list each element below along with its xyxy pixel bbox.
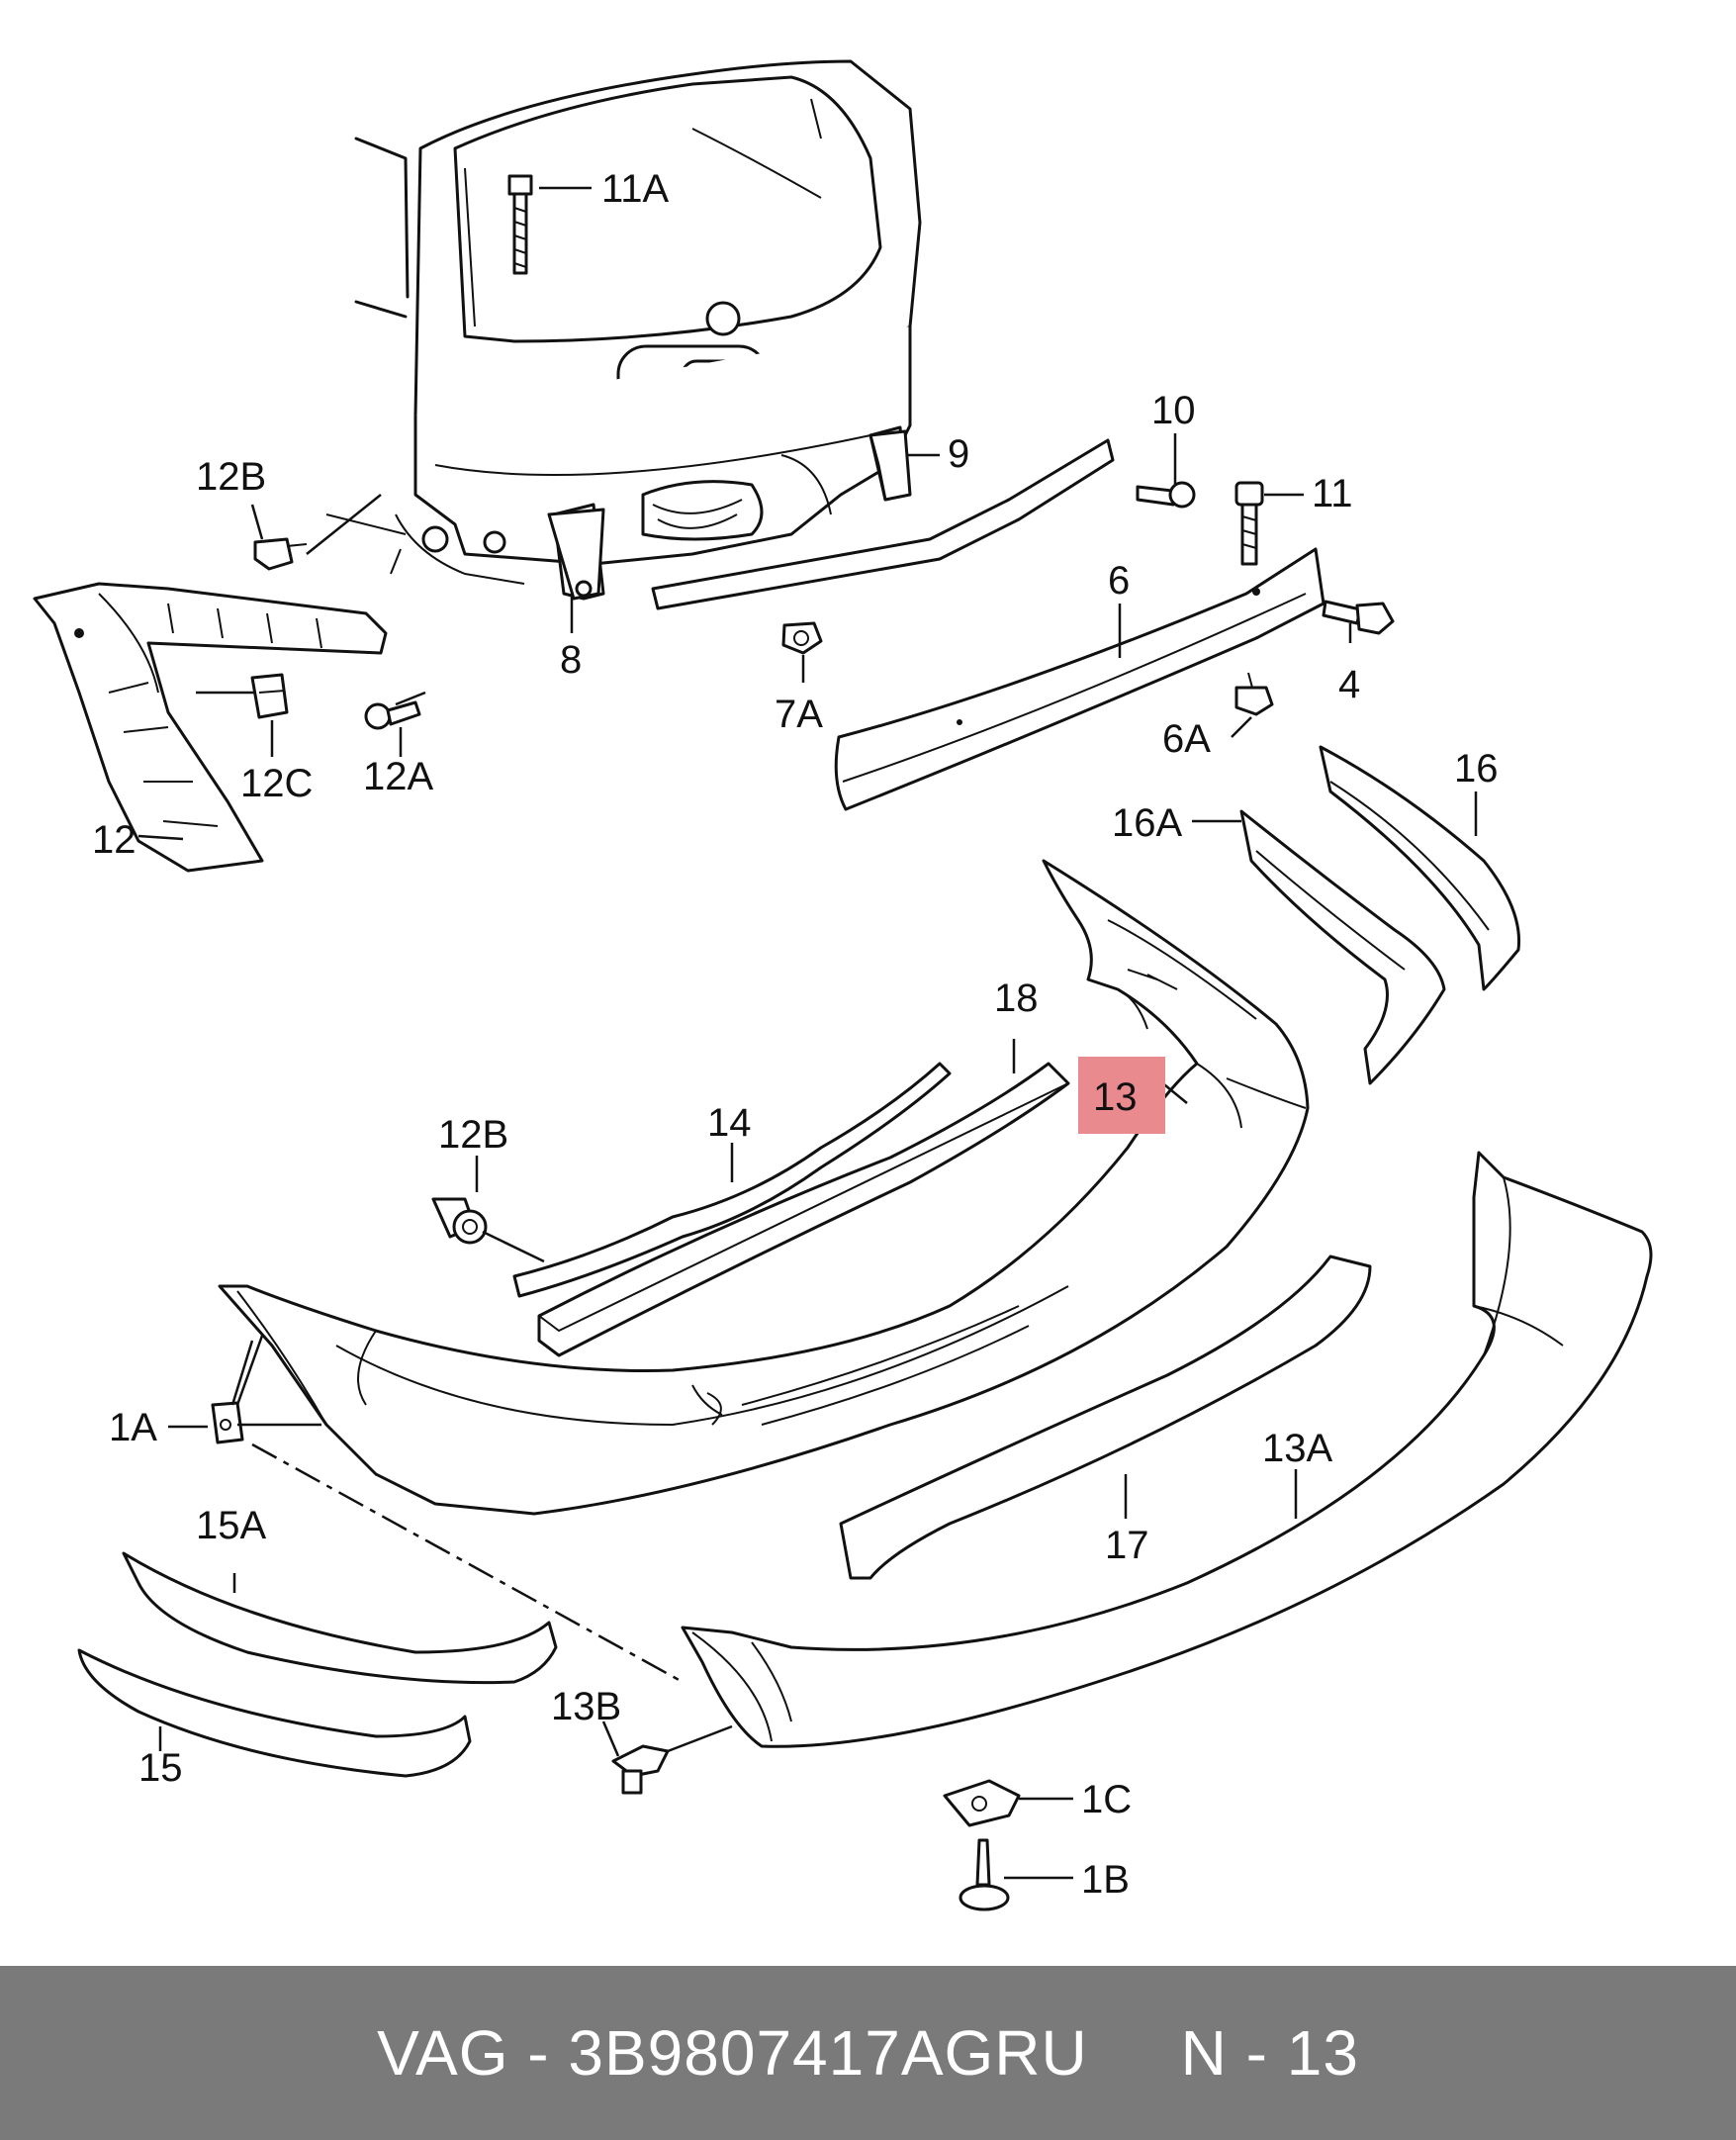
callout-14: 14 bbox=[707, 1101, 752, 1145]
callout-12: 12 bbox=[92, 818, 137, 862]
callout-13b: 13B bbox=[551, 1685, 621, 1728]
callout-12a: 12A bbox=[363, 755, 433, 798]
parts-diagram: 11A 12B 9 10 11 8 7A 6 4 6A 12C 12A 12 1… bbox=[33, 59, 1653, 1911]
spoiler-15 bbox=[77, 1648, 472, 1778]
clip-1c bbox=[943, 1779, 1021, 1827]
callout-6a: 6A bbox=[1162, 717, 1211, 761]
bracket-8 bbox=[547, 508, 605, 601]
clip-13b bbox=[611, 1744, 670, 1795]
part-number-footer: VAG - 3B9807417AGRU N - 13 bbox=[0, 1966, 1736, 2140]
bolt-11 bbox=[1234, 481, 1264, 566]
highlight-box-13 bbox=[1078, 1057, 1165, 1134]
callout-labels: 11A 12B 9 10 11 8 7A 6 4 6A 12C 12A 12 1… bbox=[92, 167, 1499, 1902]
spoiler-15a bbox=[122, 1551, 558, 1685]
bolt-11a bbox=[507, 174, 533, 275]
strip-18 bbox=[537, 1062, 1070, 1357]
callout-16: 16 bbox=[1454, 747, 1499, 791]
callout-15a: 15A bbox=[196, 1504, 266, 1547]
nut-6a bbox=[1234, 672, 1274, 716]
callout-7a: 7A bbox=[775, 693, 823, 736]
callout-12c: 12C bbox=[240, 762, 313, 805]
bracket-1a bbox=[211, 1401, 244, 1444]
part-number-text: VAG - 3B9807417AGRU N - 13 bbox=[377, 2017, 1359, 2089]
callout-18: 18 bbox=[994, 977, 1039, 1020]
reflector-16 bbox=[1319, 745, 1521, 991]
callout-13: 13 bbox=[1093, 1075, 1138, 1119]
callout-6: 6 bbox=[1108, 559, 1130, 603]
impact-bar bbox=[651, 438, 1115, 610]
callout-10: 10 bbox=[1151, 389, 1196, 432]
callout-16a: 16A bbox=[1112, 801, 1182, 845]
callout-4: 4 bbox=[1338, 663, 1360, 706]
callout-1c: 1C bbox=[1081, 1778, 1132, 1821]
callout-1b: 1B bbox=[1081, 1858, 1130, 1902]
callout-11: 11 bbox=[1312, 472, 1353, 515]
bolt-12b-top bbox=[253, 537, 308, 571]
screw-12a bbox=[364, 700, 421, 730]
callout-15: 15 bbox=[138, 1746, 183, 1790]
screw-1b bbox=[959, 1838, 1010, 1911]
bracket-9 bbox=[868, 429, 912, 502]
callout-11a: 11A bbox=[601, 167, 670, 211]
side-guide-12 bbox=[33, 582, 388, 873]
trim-strip-14 bbox=[512, 1062, 952, 1298]
callout-12b-top: 12B bbox=[196, 455, 266, 499]
callout-8: 8 bbox=[560, 638, 582, 682]
lower-valance-13a bbox=[681, 1151, 1653, 1748]
clip-12b-mid bbox=[431, 1197, 488, 1245]
bumper-cover-13 bbox=[218, 859, 1310, 1516]
bolt-10 bbox=[1136, 481, 1196, 509]
callout-12b-mid: 12B bbox=[438, 1113, 508, 1157]
bumper-carrier-6 bbox=[834, 547, 1325, 811]
clip-12c bbox=[250, 673, 289, 719]
callout-13a: 13A bbox=[1262, 1427, 1332, 1470]
bolt-4 bbox=[1322, 600, 1395, 635]
vehicle-rear-body bbox=[325, 59, 922, 601]
trim-17 bbox=[839, 1255, 1372, 1580]
callout-17: 17 bbox=[1105, 1524, 1149, 1567]
callout-1a: 1A bbox=[109, 1406, 157, 1449]
callout-9: 9 bbox=[948, 432, 969, 476]
reflector-16a bbox=[1239, 809, 1446, 1085]
nut-7a bbox=[781, 621, 823, 655]
